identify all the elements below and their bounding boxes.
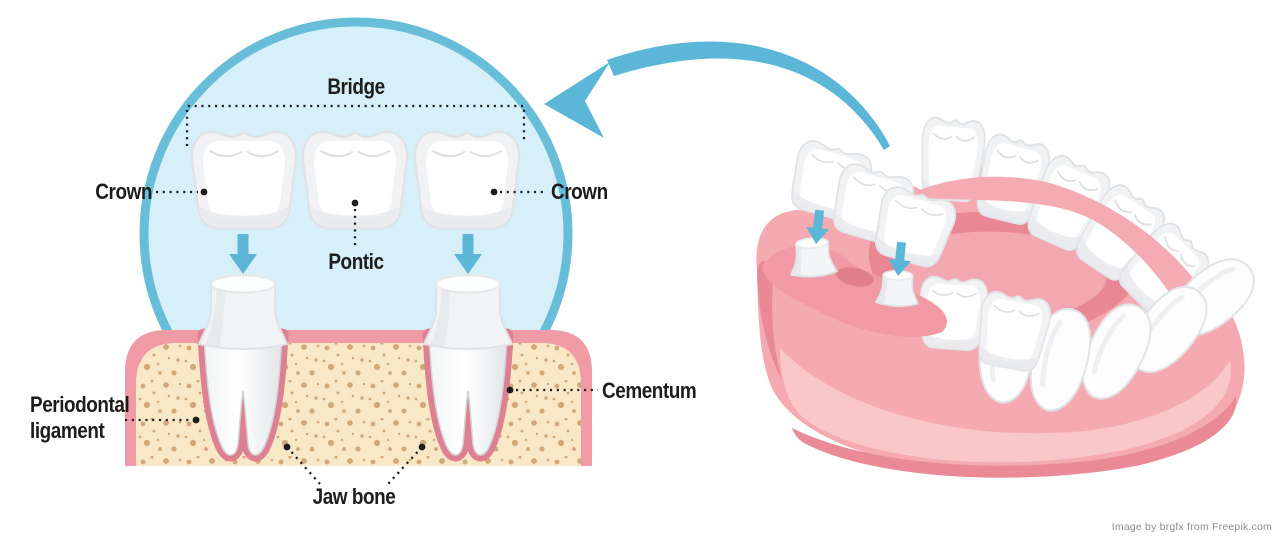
lower-leader-dots	[192, 386, 514, 451]
jaw-bone-label: Jaw bone	[312, 484, 396, 509]
cementum-label: Cementum	[602, 378, 697, 403]
crown-tooth-left	[190, 130, 298, 230]
curved-arrow-icon	[544, 62, 610, 138]
pontic-label: Pontic	[328, 249, 384, 274]
gum-left-shade	[757, 261, 782, 380]
jawbone-leader-right	[387, 446, 423, 485]
crown-tooth-right	[413, 130, 521, 230]
bridge-anatomy-diagram	[125, 17, 598, 485]
abutment-tooth-right	[424, 276, 512, 455]
pontic-tooth	[301, 130, 409, 230]
jawbone-leader-left	[286, 446, 321, 485]
jaw-bone-cross-section	[125, 276, 592, 466]
gum-bottom-rim	[792, 396, 1237, 478]
gum-highlight-band	[780, 348, 1231, 463]
bridge-label: Bridge	[327, 74, 385, 99]
bridge-crowns	[190, 130, 521, 230]
crown-right-label: Crown	[551, 179, 608, 204]
periodontal-ligament-label: Periodontal ligament	[30, 392, 130, 444]
lower-leaders	[125, 388, 598, 485]
curved-arrow-shaft	[607, 41, 890, 150]
transfer-arrow-group	[544, 41, 890, 150]
lower-jaw-illustration	[756, 115, 1266, 478]
dotted-leaders	[156, 104, 546, 247]
attribution-text: Image by brgfx from Freepik.com	[1111, 521, 1272, 533]
abutment-tooth-left	[199, 276, 287, 455]
bridge-bracket	[185, 104, 526, 146]
missing-tooth-pocket	[836, 267, 874, 287]
leader-dots	[200, 188, 498, 207]
crown-left-label: Crown	[95, 179, 152, 204]
